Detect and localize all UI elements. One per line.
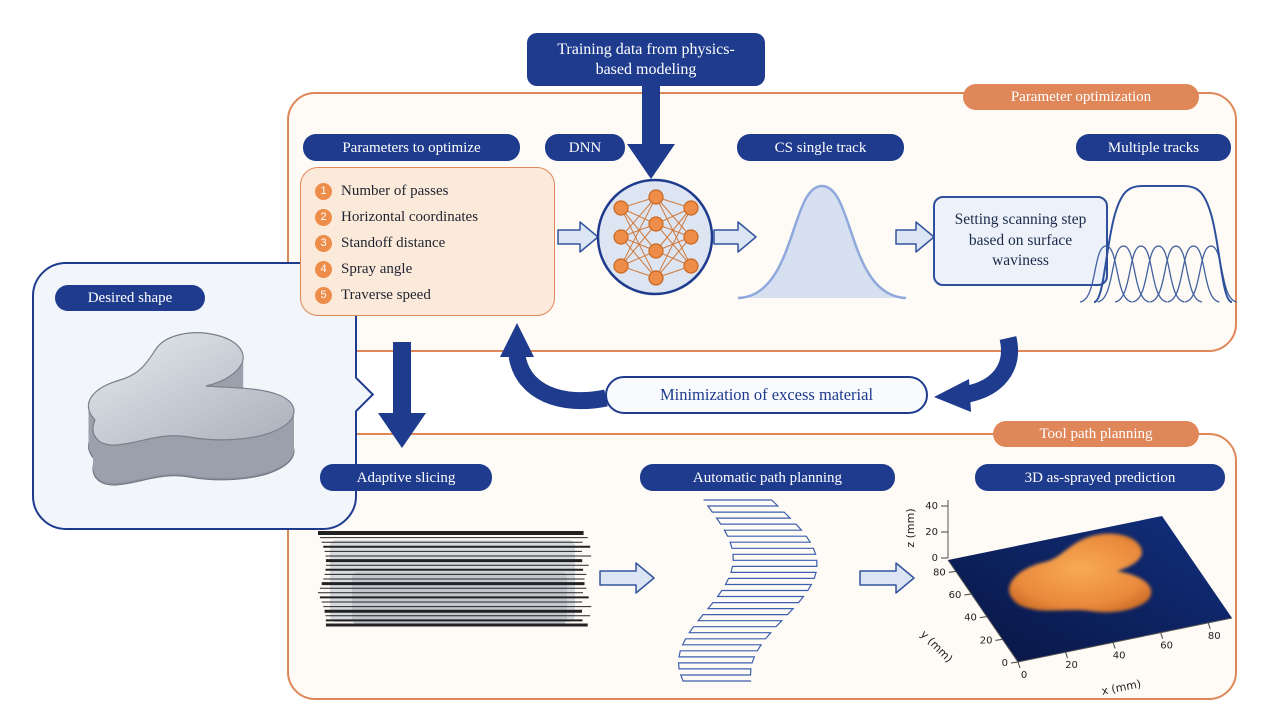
prediction-label: 3D as-sprayed prediction (975, 464, 1225, 491)
multiple-tracks-label: Multiple tracks (1076, 134, 1231, 161)
parameters-to-optimize-label: Parameters to optimize (303, 134, 520, 161)
dnn-label: DNN (545, 134, 625, 161)
parameter-label: Standoff distance (341, 234, 446, 251)
parameters-list-box: 1 Number of passes 2 Horizontal coordina… (300, 167, 555, 316)
parameter-item: 4 Spray angle (315, 256, 554, 282)
parameter-label: Number of passes (341, 182, 449, 199)
parameter-number-badge: 5 (315, 286, 332, 304)
tool-path-planning-title: Tool path planning (993, 421, 1199, 447)
scanning-step-note: Setting scanning step based on surface w… (933, 196, 1108, 286)
desired-shape-label: Desired shape (55, 285, 205, 311)
minimization-box: Minimization of excess material (605, 376, 928, 414)
cs-single-track-label: CS single track (737, 134, 904, 161)
parameter-item: 1 Number of passes (315, 178, 554, 204)
parameter-number-badge: 4 (315, 260, 332, 278)
automatic-path-planning-label: Automatic path planning (640, 464, 895, 491)
parameter-label: Spray angle (341, 260, 413, 277)
parameter-number-badge: 2 (315, 208, 332, 226)
parameter-label: Horizontal coordinates (341, 208, 479, 225)
adaptive-slicing-label: Adaptive slicing (320, 464, 492, 491)
parameter-optimization-title: Parameter optimization (963, 84, 1199, 110)
parameter-number-badge: 1 (315, 182, 332, 200)
parameter-item: 2 Horizontal coordinates (315, 204, 554, 230)
desired-shape-pointer (338, 376, 375, 413)
parameter-label: Traverse speed (341, 286, 431, 303)
parameter-number-badge: 3 (315, 234, 332, 252)
parameter-item: 5 Traverse speed (315, 282, 554, 308)
training-data-box: Training data from physics-based modelin… (527, 33, 765, 86)
parameter-item: 3 Standoff distance (315, 230, 554, 256)
